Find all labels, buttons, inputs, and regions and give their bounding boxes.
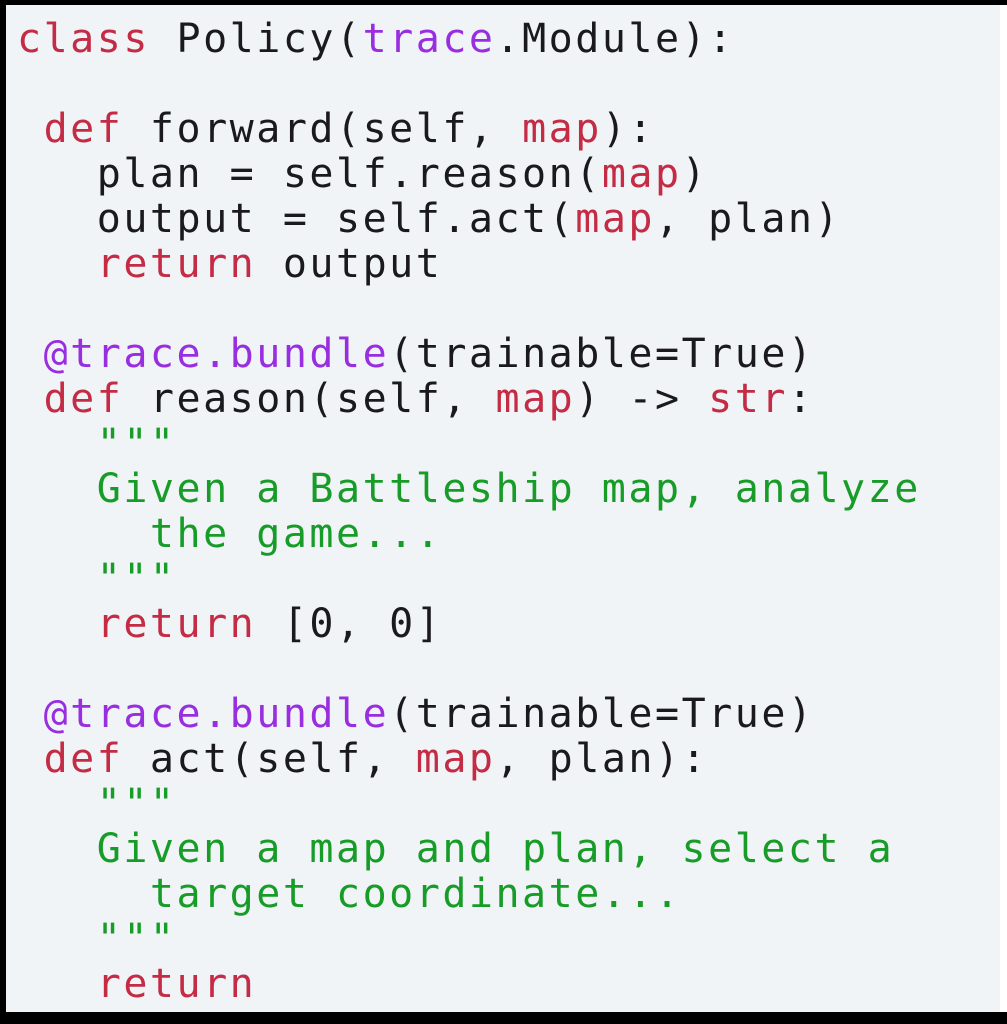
code-token-keyword: map — [575, 196, 655, 242]
code-token-string: Given a Battleship map, analyze — [17, 466, 921, 512]
code-token-keyword: map — [495, 376, 576, 422]
code-line: """ — [17, 782, 1000, 827]
code-token-plain: .Module): — [495, 16, 735, 62]
code-line: """ — [17, 422, 1000, 467]
code-token-plain: forward(self, — [123, 106, 523, 152]
code-token-decorator: trace — [362, 16, 496, 62]
code-token-plain — [17, 691, 44, 737]
code-token-plain: Policy( — [149, 16, 363, 62]
code-token-plain: ) — [681, 151, 709, 197]
code-line: """ — [17, 557, 1000, 602]
code-line: def reason(self, map) -> str: — [17, 377, 1000, 422]
code-line — [17, 62, 1000, 107]
code-line — [17, 647, 1000, 692]
code-token-string: target coordinate... — [17, 871, 682, 917]
code-token-keyword: map — [601, 151, 682, 197]
code-token-decorator: @trace.bundle — [43, 691, 390, 737]
code-token-plain: output — [256, 241, 443, 287]
code-token-plain — [17, 736, 44, 782]
code-token-string: the game... — [17, 511, 443, 557]
code-line: target coordinate... — [17, 872, 1000, 917]
code-line: plan = self.reason(map) — [17, 152, 1000, 197]
code-line — [17, 287, 1000, 332]
code-token-plain: (trainable=True) — [389, 691, 815, 737]
code-panel: class Policy(trace.Module): def forward(… — [6, 5, 1000, 1012]
code-token-keyword: def — [43, 736, 124, 782]
code-line: @trace.bundle(trainable=True) — [17, 692, 1000, 737]
code-token-plain: (trainable=True) — [389, 331, 815, 377]
code-token-plain — [17, 241, 97, 287]
code-token-string: """ — [17, 781, 177, 827]
code-line: return — [17, 962, 1000, 1007]
code-line: the game... — [17, 512, 1000, 557]
code-token-keyword: return — [96, 241, 257, 287]
code-token-string: """ — [17, 421, 177, 467]
code-token-plain: reason(self, — [123, 376, 496, 422]
code-line: def act(self, map, plan): — [17, 737, 1000, 782]
code-token-string: """ — [17, 556, 177, 602]
code-token-plain: , plan) — [654, 196, 842, 242]
code-line: @trace.bundle(trainable=True) — [17, 332, 1000, 377]
code-token-plain: plan = self.reason( — [17, 151, 602, 197]
code-line: output = self.act(map, plan) — [17, 197, 1000, 242]
code-token-keyword: class — [17, 16, 150, 62]
code-line: return output — [17, 242, 1000, 287]
code-token-keyword: return — [96, 601, 257, 647]
code-token-plain — [17, 376, 44, 422]
code-line: return [0, 0] — [17, 602, 1000, 647]
code-token-string: """ — [17, 916, 177, 962]
code-token-plain — [17, 601, 97, 647]
code-token-decorator: @trace.bundle — [43, 331, 390, 377]
code-token-keyword: str — [708, 376, 788, 422]
code-token-keyword: def — [43, 106, 124, 152]
code-line: class Policy(trace.Module): — [17, 17, 1000, 62]
code-token-plain — [17, 331, 44, 377]
code-token-plain: output = self.act( — [17, 196, 576, 242]
code-block: class Policy(trace.Module): def forward(… — [6, 5, 1000, 1007]
code-token-keyword: return — [96, 961, 257, 1007]
code-token-plain — [17, 961, 97, 1007]
code-line: """ — [17, 917, 1000, 962]
code-token-plain: ): — [601, 106, 655, 152]
code-token-plain: [0, 0] — [256, 601, 443, 647]
code-line: Given a map and plan, select a — [17, 827, 1000, 872]
code-token-string: Given a map and plan, select a — [17, 826, 895, 872]
code-token-keyword: map — [415, 736, 496, 782]
frame-border-bottom — [0, 1012, 1007, 1024]
code-line: def forward(self, map): — [17, 107, 1000, 152]
code-token-plain: , plan): — [495, 736, 709, 782]
frame-border-top — [0, 0, 1007, 5]
code-token-keyword: map — [522, 106, 602, 152]
code-token-plain: : — [787, 376, 815, 422]
frame-border-left — [0, 0, 6, 1012]
code-token-plain: act(self, — [123, 736, 416, 782]
code-token-plain — [17, 106, 44, 152]
code-token-keyword: def — [43, 376, 124, 422]
code-line: Given a Battleship map, analyze — [17, 467, 1000, 512]
code-token-plain: ) -> — [575, 376, 709, 422]
